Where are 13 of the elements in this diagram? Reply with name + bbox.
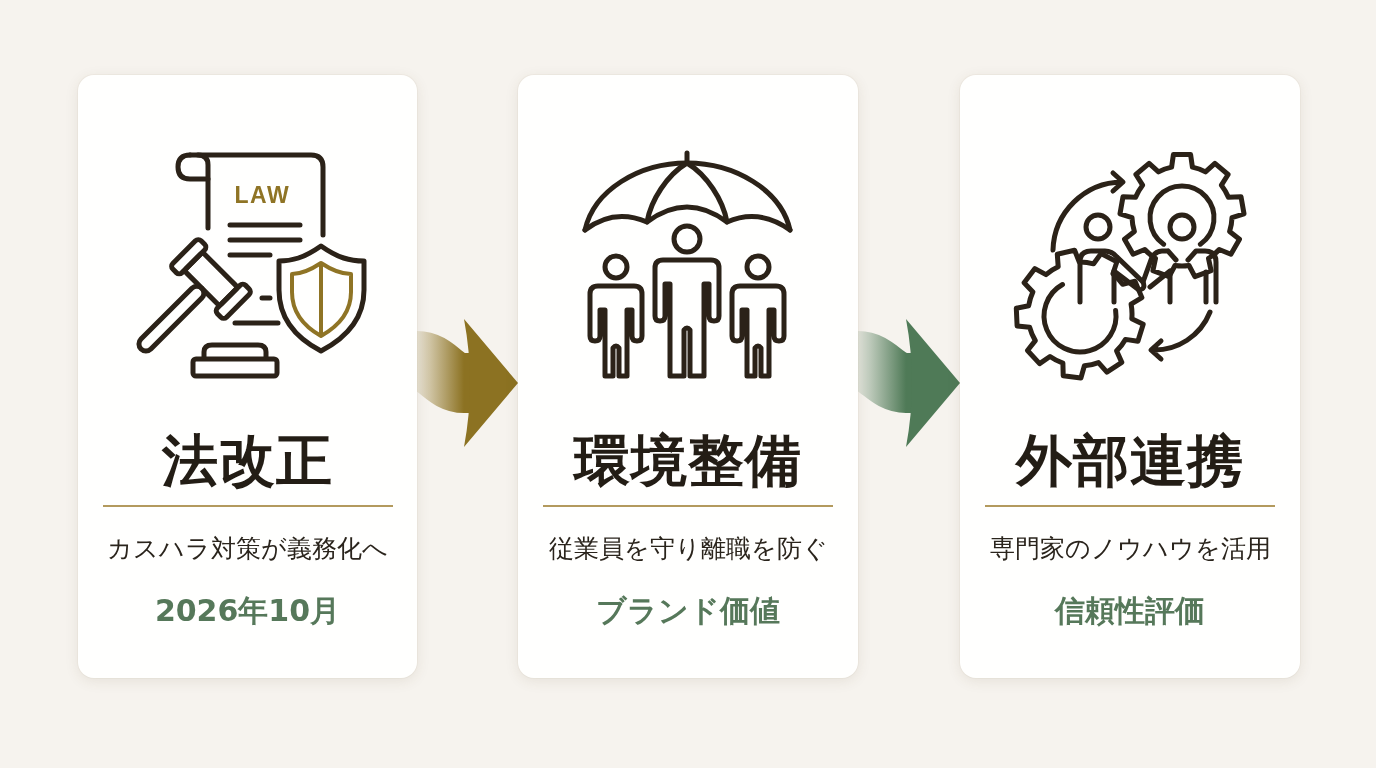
step-title: 外部連携 <box>1016 430 1244 490</box>
step-highlight: 2026年10月 <box>154 592 341 630</box>
step-highlight: 信頼性評価 <box>1055 592 1205 630</box>
step-title: 環境整備 <box>574 430 802 490</box>
step-card <box>960 75 1300 678</box>
step-card <box>518 75 858 678</box>
step-description: 専門家のノウハウを活用 <box>989 533 1271 565</box>
document-heading: LAW <box>234 183 291 207</box>
step-title: 法改正 <box>162 430 333 490</box>
step-highlight: ブランド価値 <box>596 592 780 630</box>
step-description: 従業員を守り離職を防ぐ <box>548 533 828 565</box>
step-description: カスハラ対策が義務化へ <box>107 533 388 565</box>
step-card <box>78 75 417 678</box>
